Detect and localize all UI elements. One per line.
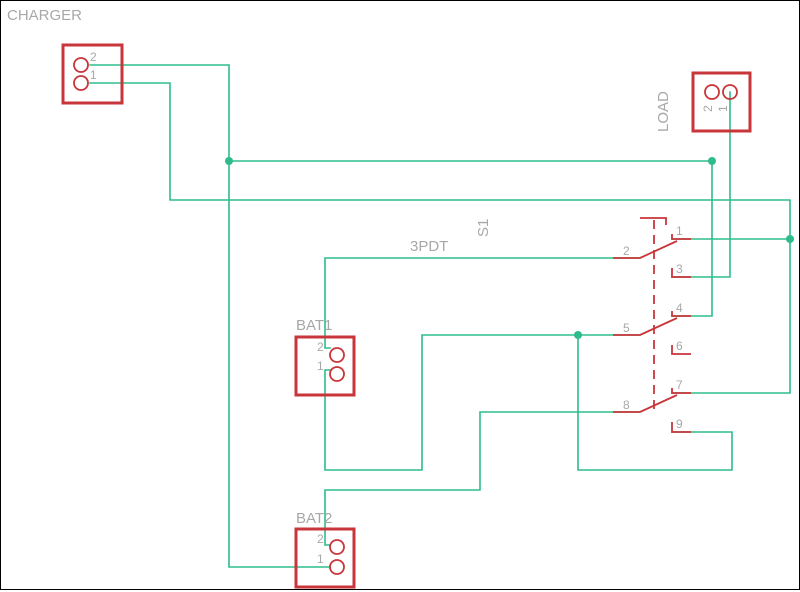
- wire-charger-pos: [89, 64, 331, 568]
- bat1-connector-body: [294, 335, 356, 397]
- switch-blade-a: [639, 240, 678, 259]
- bat2-pin-1: [329, 559, 345, 575]
- load-pin-2-label: 2: [701, 105, 715, 112]
- bat2-connector-body: [294, 527, 356, 589]
- wire-load-neg: [671, 91, 731, 278]
- switch-contact-1: [671, 234, 691, 240]
- switch-pin-label: 1: [676, 224, 683, 238]
- charger-pin-1-label: 1: [90, 68, 97, 82]
- switch-pin-label: 4: [676, 301, 683, 315]
- switch-s1: S1 3PDT 1 2 3 4 5 6 7 8 9: [410, 217, 691, 433]
- junction: [225, 157, 233, 165]
- bat1-label: BAT1: [296, 317, 332, 334]
- switch-pin-label: 9: [676, 417, 683, 431]
- bat1-pin-1-label: 1: [317, 359, 324, 373]
- switch-pin-label: 7: [676, 378, 683, 392]
- switch-pin-label: 8: [623, 398, 630, 412]
- switch-contact-4: [671, 311, 691, 317]
- switch-pin-label: 6: [676, 339, 683, 353]
- switch-pin-label: 3: [676, 262, 683, 276]
- bat1-connector: BAT1 2 1: [294, 317, 356, 397]
- charger-pin-1: [73, 75, 89, 91]
- load-connector: LOAD 2 1: [655, 71, 752, 133]
- switch-name: S1: [475, 219, 492, 237]
- charger-label: CHARGER: [7, 7, 82, 24]
- wire-load-pos: [228, 160, 713, 317]
- wires: [89, 64, 794, 568]
- switch-blade-c: [639, 394, 678, 413]
- switch-contact-3: [671, 268, 691, 278]
- switch-contact-7: [671, 388, 691, 394]
- switch-blade-b: [639, 317, 678, 336]
- charger-connector: 2 1: [61, 43, 124, 105]
- bat2-label: BAT2: [296, 510, 332, 527]
- switch-value: 3PDT: [410, 238, 448, 255]
- wire-charger-neg: [89, 82, 791, 394]
- load-pin-2: [704, 84, 720, 100]
- wire-pin9: [577, 334, 733, 471]
- bat1-pin-2-label: 2: [317, 340, 324, 354]
- bat1-pin-2: [329, 347, 345, 363]
- switch-contact-6: [671, 345, 691, 355]
- charger-pin-2-label: 2: [90, 50, 97, 64]
- load-pin-1-label: 1: [716, 105, 730, 112]
- bat2-pin-1-label: 1: [317, 552, 324, 566]
- wire-pin5-bat1: [324, 334, 641, 471]
- wire-pin8-bat2: [324, 411, 641, 546]
- switch-pin-label: 5: [623, 321, 630, 335]
- bat2-pin-2: [329, 539, 345, 555]
- bat2-connector: BAT2 2 1: [294, 510, 356, 589]
- load-label: LOAD: [655, 91, 672, 132]
- load-pin-1: [722, 84, 738, 100]
- charger-pin-2: [73, 57, 89, 73]
- wire-pin2-bat1: [324, 257, 641, 349]
- switch-pin-label: 2: [623, 244, 630, 258]
- bat2-pin-2-label: 2: [317, 532, 324, 546]
- charger-connector-body: [61, 43, 124, 105]
- switch-actuator-cap: [640, 217, 667, 225]
- junction: [574, 331, 582, 339]
- junction: [708, 157, 716, 165]
- switch-contact-9: [671, 422, 691, 433]
- bat1-pin-1: [329, 366, 345, 382]
- load-connector-body: [691, 71, 752, 133]
- junction: [786, 235, 794, 243]
